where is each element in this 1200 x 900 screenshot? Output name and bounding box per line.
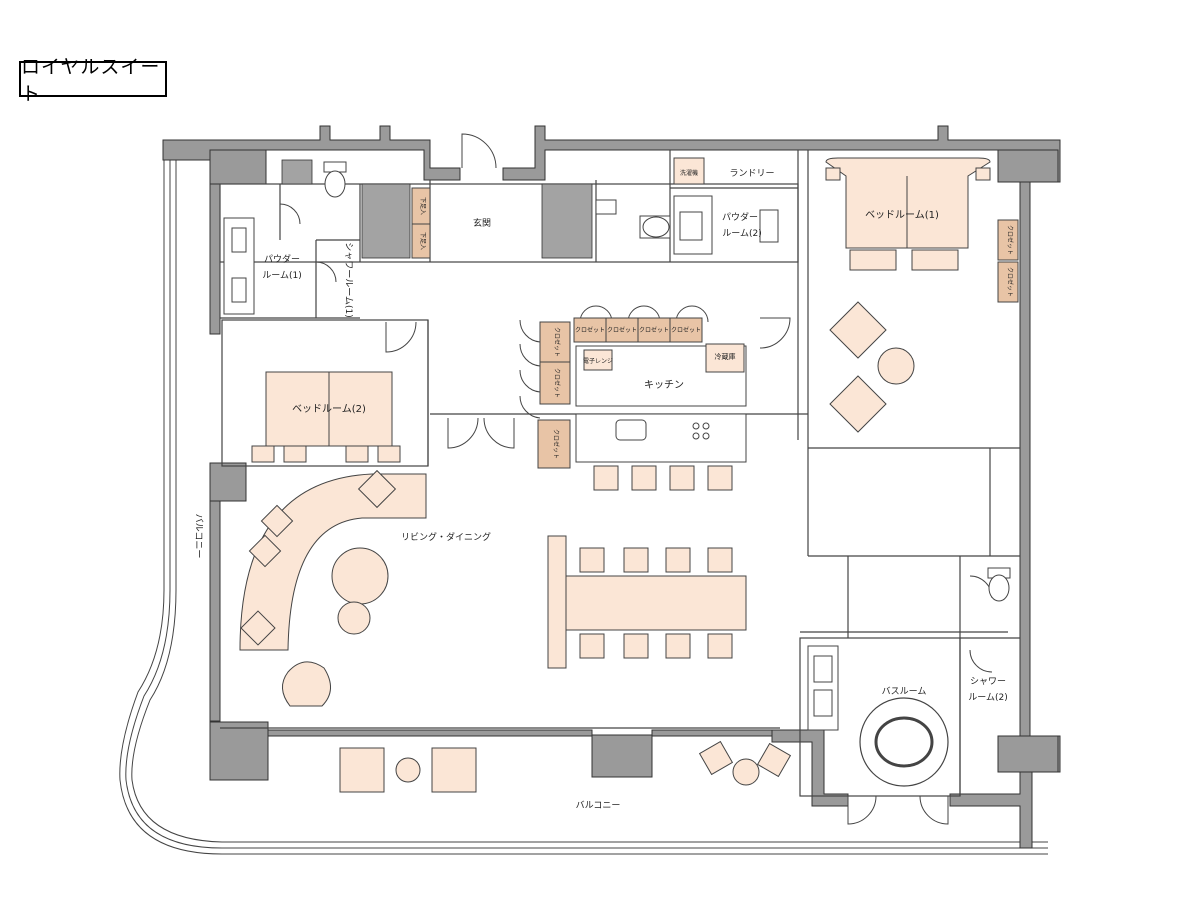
closet-label: クロゼット [553,368,561,398]
vanity-counters [223,195,839,731]
bed-1 [825,157,991,271]
toilet-icon [323,161,1011,602]
powder-room-2-label: ルーム(2) [722,228,761,239]
shoe-storage-label: 下足入 [419,232,426,250]
bedroom-2-label: ベッドルーム(2) [292,403,366,415]
shoe-storage-label: 下足入 [419,197,426,215]
laundry-label: ランドリー [729,168,774,179]
bathtub [859,697,949,787]
closet-label: クロゼット [671,326,701,334]
fridge-label: 冷蔵庫 [715,352,736,361]
door-swings [279,133,993,825]
balcony-left-label: バルコニー [193,514,204,559]
shower-room-1-label: シャワールーム(1) [343,242,354,317]
living-dining-label: リビング・ダイニング [401,531,491,543]
powder-room-1-label: パウダー [264,253,300,265]
exterior-walls [162,125,1061,849]
closets [411,187,1019,469]
closet-label: クロゼット [552,429,560,459]
interior-partitions [219,150,1020,797]
microwave-label: 電子レンジ [583,358,613,365]
balcony-railing [119,152,1048,855]
closet-label: クロゼット [1006,225,1014,255]
closet-label: クロゼット [607,326,637,334]
bedroom-1-label: ベッドルーム(1) [865,209,939,221]
closet-labels: 下足入 下足入 クロゼット クロゼット クロゼット クロゼット クロゼット クロ… [419,197,1014,459]
closet-label: クロゼット [553,327,561,357]
closet-label: クロゼット [575,326,605,334]
shower-room-2-label: ルーム(2) [968,692,1007,703]
powder-room-1-label: ルーム(1) [262,270,301,281]
plan-title: ロイヤルスイート [21,56,161,105]
gray-fixtures [281,159,593,259]
balcony-furniture [339,740,792,793]
closet-label: クロゼット [1006,267,1014,297]
plan-title-box: ロイヤルスイート [19,56,167,105]
balcony-label: バルコニー [576,800,621,811]
kitchen-label: キッチン [644,379,684,391]
bedroom-1-seating [829,301,915,433]
dining-table [547,535,747,669]
living-sofa [239,469,427,707]
bathroom-label: バスルーム [882,686,927,697]
closet-label: クロゼット [639,326,669,334]
room-labels: 玄関 ランドリー 洗濯機 パウダー ルーム(2) パウダー ルーム(1) シャワ… [193,168,1008,811]
powder-room-2-label: パウダー [722,211,758,223]
washer-label: 洗濯機 [680,169,698,177]
entrance-label: 玄関 [473,217,491,229]
washer-box [673,157,705,185]
bed-2 [251,371,401,463]
kitchen-fixtures [575,343,747,491]
shower-room-2-label: シャワー [970,677,1006,687]
